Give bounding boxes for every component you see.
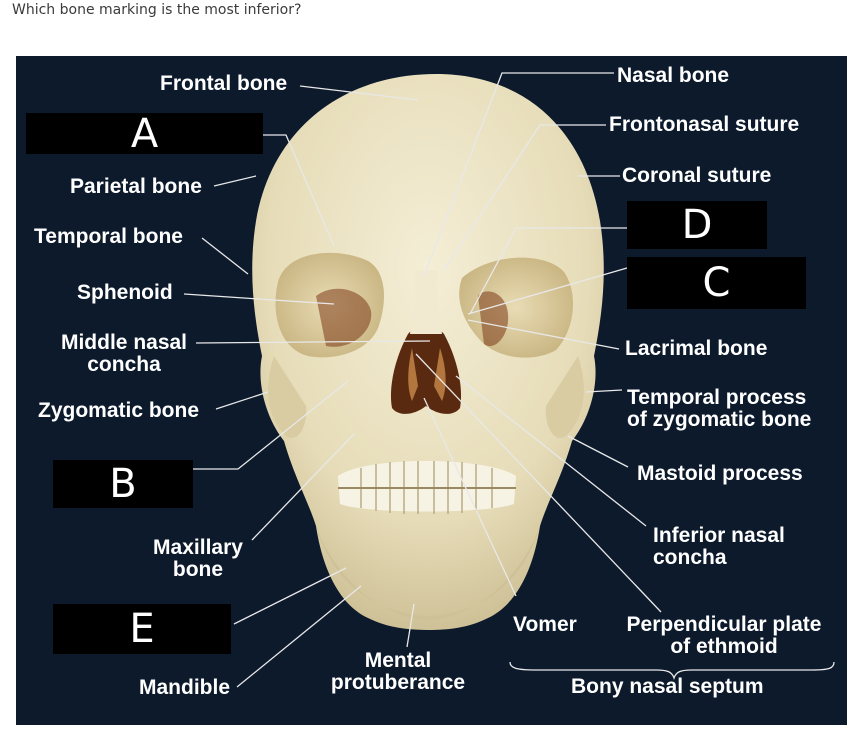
label-lacrimal-bone: Lacrimal bone [625, 337, 768, 360]
skull-illustration [183, 72, 835, 688]
label-sphenoid: Sphenoid [77, 281, 173, 304]
label-frontonasal-suture: Frontonasal suture [609, 113, 800, 136]
skull-diagram-panel: Frontal bone Parietal bone Temporal bone… [16, 56, 847, 725]
label-temporal-bone: Temporal bone [34, 225, 183, 248]
label-zygomatic-bone: Zygomatic bone [38, 399, 200, 422]
label-middle-nasal-concha: Middle nasal concha [60, 331, 188, 376]
label-frontal-bone: Frontal bone [160, 72, 288, 95]
skull-shape [252, 74, 604, 630]
answer-box-c: C [627, 257, 806, 309]
label-perpendicular-plate-of-ethmoid: Perpendicular plate of ethmoid [626, 613, 822, 658]
label-bony-nasal-septum: Bony nasal septum [571, 675, 764, 698]
label-parietal-bone: Parietal bone [70, 175, 202, 198]
label-temporal-process-of-zygomatic-bone: Temporal process of zygomatic bone [627, 386, 812, 431]
label-mastoid-process: Mastoid process [637, 462, 803, 485]
label-nasal-bone: Nasal bone [617, 64, 730, 87]
question-text: Which bone marking is the most inferior? [12, 2, 302, 18]
label-mandible: Mandible [139, 676, 231, 699]
leader-lines [183, 72, 835, 688]
answer-box-b: B [53, 460, 193, 508]
answer-box-d: D [627, 201, 767, 249]
label-mental-protuberance: Mental protuberance [330, 649, 466, 694]
label-inferior-nasal-concha: Inferior nasal concha [653, 524, 785, 569]
label-vomer: Vomer [513, 613, 577, 636]
answer-box-e: E [53, 604, 231, 654]
answer-box-a: A [26, 111, 263, 157]
label-maxillary-bone: Maxillary bone [153, 536, 243, 581]
label-coronal-suture: Coronal suture [622, 164, 772, 187]
